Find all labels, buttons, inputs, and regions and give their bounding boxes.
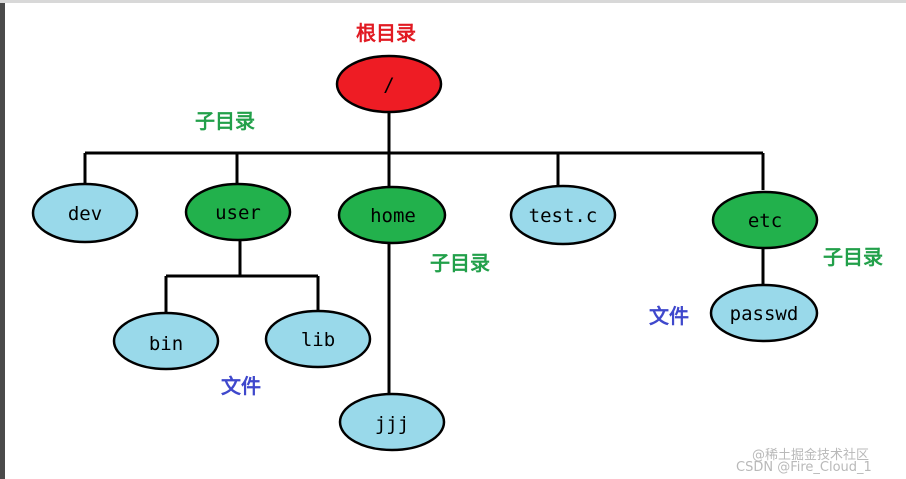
node-root-label: /	[383, 74, 394, 96]
node-user: user	[184, 182, 292, 242]
node-dev-shape	[31, 182, 139, 244]
node-etc: etc	[711, 190, 819, 250]
node-passwd-shape	[709, 283, 819, 343]
node-bin: bin	[112, 311, 220, 371]
file-annotation-user: 文件	[221, 374, 261, 398]
node-lib-shape	[264, 309, 372, 369]
node-root-shape	[335, 54, 443, 114]
file-annotation-etc: 文件	[649, 304, 689, 328]
node-bin-label: bin	[149, 333, 183, 355]
node-passwd: passwd	[709, 283, 819, 343]
node-test-c-label: test.c	[529, 205, 598, 227]
tree-connectors	[83, 110, 765, 396]
root-directory-annotation: 根目录	[356, 21, 416, 45]
subdirectory-annotation-home: 子目录	[430, 251, 490, 275]
node-test-c-shape	[509, 184, 617, 246]
node-home-shape	[337, 185, 447, 245]
node-lib: lib	[264, 309, 372, 369]
node-jjj-label: jjj	[375, 413, 409, 435]
node-jjj: jjj	[338, 392, 446, 452]
node-test-c: test.c	[509, 184, 617, 246]
node-dev: dev	[31, 182, 139, 244]
node-root: /	[335, 54, 443, 114]
node-user-shape	[184, 182, 292, 242]
node-etc-label: etc	[748, 210, 782, 232]
node-lib-label: lib	[301, 329, 335, 351]
node-home: home	[337, 185, 447, 245]
node-user-label: user	[215, 202, 261, 224]
subdirectory-annotation-etc: 子目录	[823, 245, 883, 269]
node-jjj-shape	[338, 392, 446, 452]
node-etc-shape	[711, 190, 819, 250]
subdirectory-annotation-left: 子目录	[195, 109, 255, 133]
node-dev-label: dev	[68, 203, 102, 225]
watermark-juejin: @稀土掘金技术社区	[752, 448, 870, 463]
node-bin-shape	[112, 311, 220, 371]
node-home-label: home	[370, 205, 416, 227]
node-passwd-label: passwd	[730, 303, 799, 325]
watermark-csdn: CSDN @Fire_Cloud_1	[736, 460, 872, 475]
